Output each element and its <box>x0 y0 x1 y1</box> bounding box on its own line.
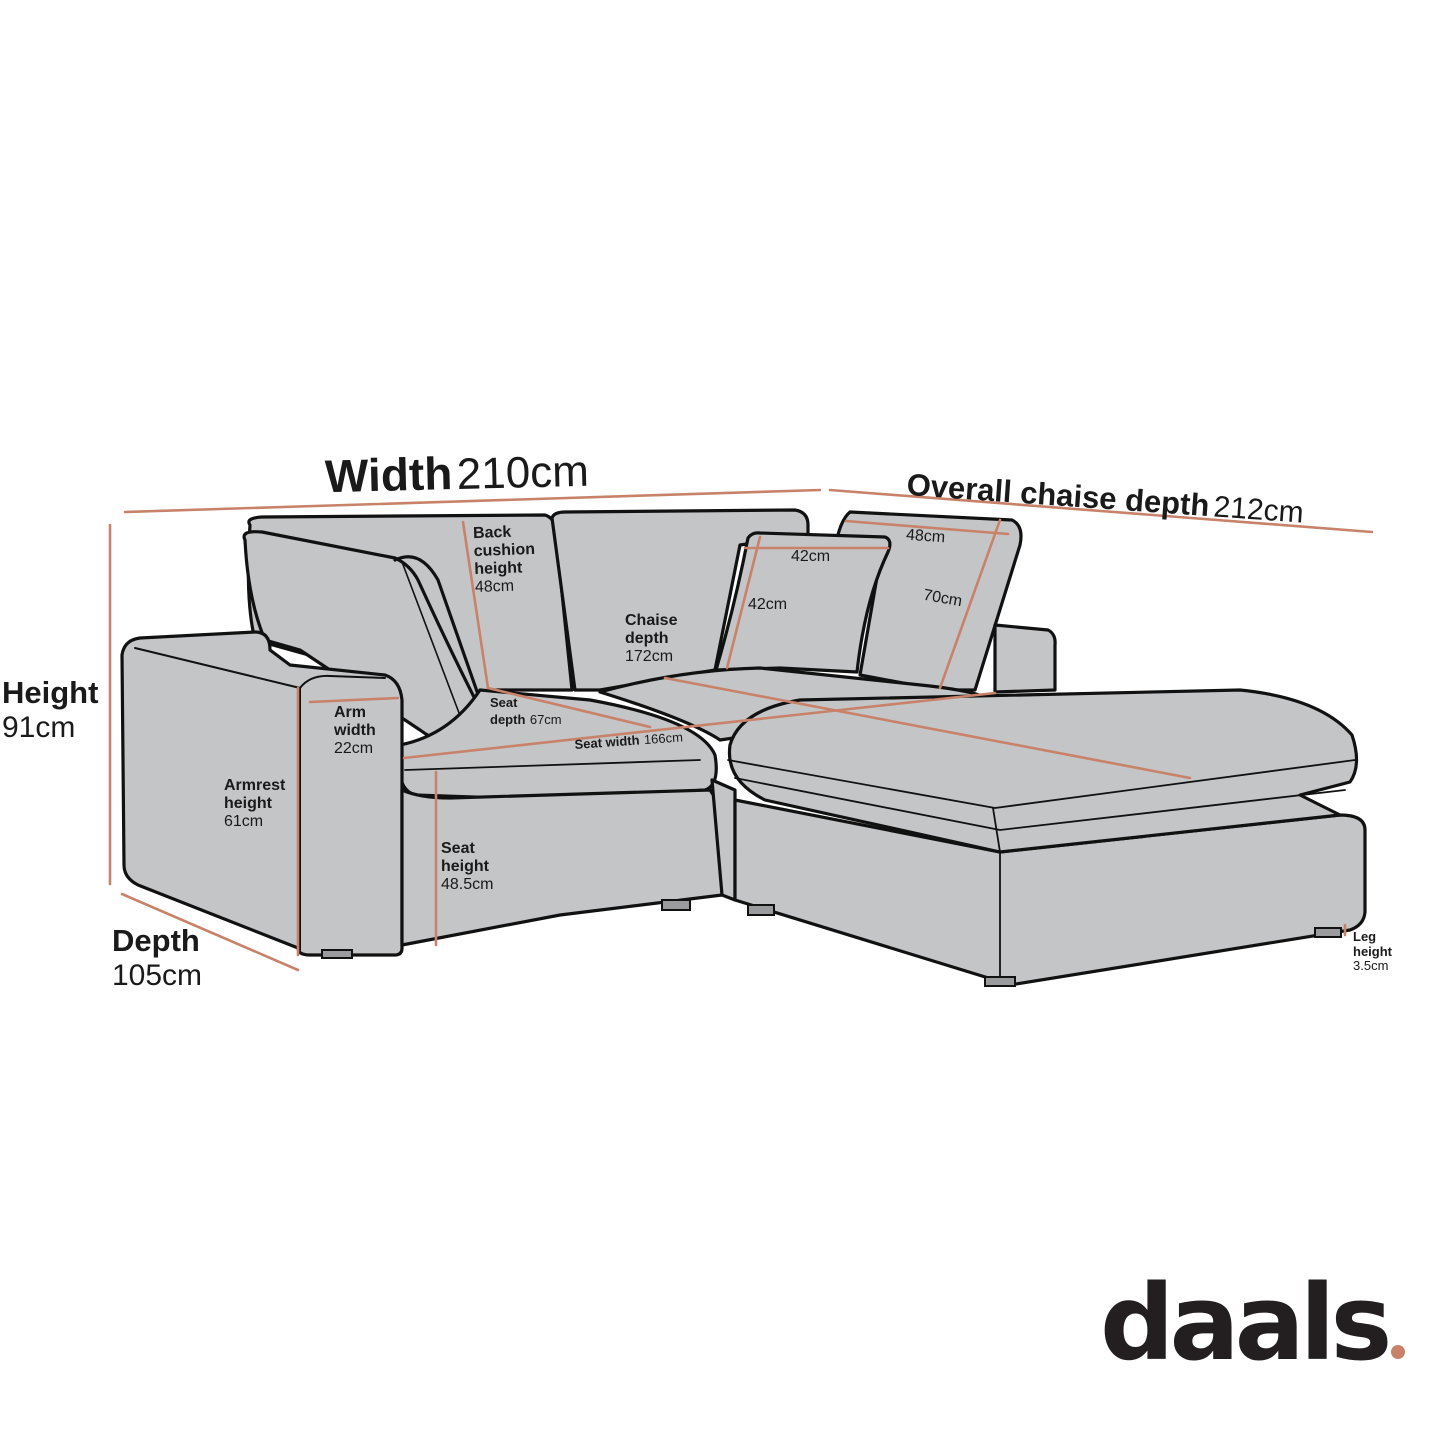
leg-height-line2: height <box>1353 943 1392 959</box>
back-cushion-width-line <box>844 519 1010 536</box>
leg <box>321 949 353 959</box>
arm-width-label: Arm width 22cm <box>334 704 376 758</box>
brand-name: daals <box>1100 1262 1392 1384</box>
width-label-title: Width <box>324 447 453 503</box>
scatter-cushion-height-label: 42cm <box>748 596 788 613</box>
overall-chaise-depth-value: 212cm <box>1212 490 1305 530</box>
armrest-height-label: Armrest height 61cm <box>224 777 285 831</box>
chaise-depth-line1: Chaise <box>625 612 678 629</box>
seat-height-line2: height <box>441 857 489 875</box>
overall-chaise-depth-line <box>828 488 1374 534</box>
leg-height-value: 3.5cm <box>1353 958 1389 974</box>
back-cushion-height-line3: height <box>474 559 523 578</box>
seat-depth-line <box>486 686 652 729</box>
scatter-cushion <box>714 531 892 674</box>
back-cushion-height-line <box>461 520 490 690</box>
seat-height-value: 48.5cm <box>441 875 494 893</box>
back-cushion-width-label: 48cm <box>905 526 946 547</box>
daals-logo: daals <box>1100 1262 1406 1384</box>
seat-width-line <box>402 691 997 760</box>
depth-line <box>120 892 300 972</box>
arm-width-line1: Arm <box>334 704 367 721</box>
seat-width-title: Seat width <box>574 732 640 752</box>
back-cushion-height-line1: Back <box>472 523 512 543</box>
seat-depth-value: 67cm <box>529 711 562 727</box>
chaise-depth-line2: depth <box>625 629 669 647</box>
back-right-arm <box>993 623 1057 694</box>
back-cushion-height-label: Back cushion height 48cm <box>473 523 537 597</box>
depth-value: 105cm <box>112 958 203 992</box>
arm-width-line <box>308 696 400 704</box>
depth-label: Depth 105cm <box>112 923 203 992</box>
chaise-depth-value: 172cm <box>625 647 674 665</box>
seat-height-label: Seat height 48.5cm <box>441 840 493 894</box>
leg <box>1314 927 1342 938</box>
leg <box>747 904 775 916</box>
seat-height-line1: Seat <box>441 840 475 857</box>
armrest-height-line2: height <box>224 794 272 812</box>
height-title: Height <box>2 675 99 710</box>
scatter-height-line <box>725 535 762 670</box>
seat-depth-label: Seat depth 67cm <box>490 695 562 728</box>
seat-width-value: 166cm <box>643 729 684 748</box>
seat-depth-line1: Seat <box>490 695 518 710</box>
width-label: Width 210cm <box>324 445 589 503</box>
armrest-height-line1: Armrest <box>224 777 286 794</box>
width-label-value: 210cm <box>456 446 590 499</box>
back-cushion-height-line2: cushion <box>473 540 536 560</box>
leg-height-label: Leg height 3.5cm <box>1353 929 1392 974</box>
height-value: 91cm <box>2 710 76 744</box>
width-line <box>123 488 822 514</box>
leg-height-line1: Leg <box>1353 929 1377 944</box>
seat-depth-line2: depth <box>490 711 526 727</box>
back-cushion-length-line <box>938 518 1002 690</box>
depth-title: Depth <box>112 923 200 958</box>
armrest-height-value: 61cm <box>224 812 264 830</box>
leg <box>661 899 691 911</box>
arm-width-line2: width <box>334 721 376 739</box>
chaise-depth-label: Chaise depth 172cm <box>625 612 677 666</box>
arm-width-value: 22cm <box>334 739 374 757</box>
back-cushion-height-value: 48cm <box>474 577 515 596</box>
leg <box>984 976 1016 987</box>
scatter-cushion-width-label: 42cm <box>791 548 831 565</box>
chaise-cushion <box>727 688 1359 854</box>
brand-dot-icon <box>1391 1345 1406 1359</box>
height-label: Height 91cm <box>2 675 99 744</box>
chaise-depth-line <box>663 676 1192 780</box>
